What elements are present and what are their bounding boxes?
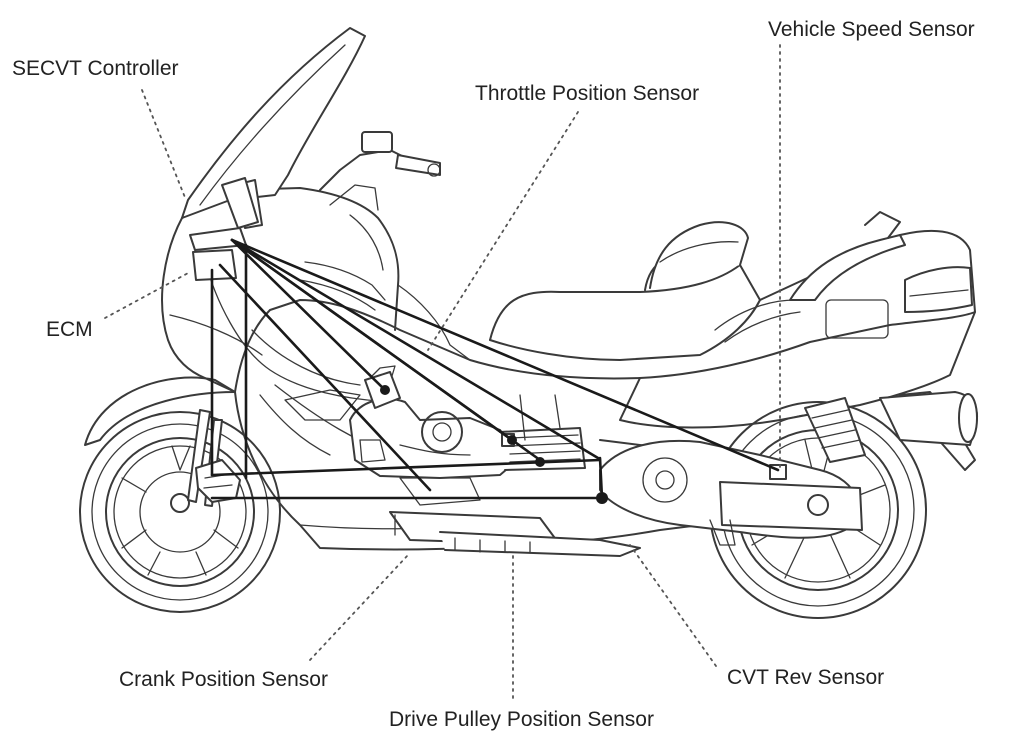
ecm-unit — [189, 227, 247, 281]
label-ecm: ECM — [46, 318, 93, 341]
leader-crank-position-sensor — [309, 554, 409, 661]
seat — [489, 221, 761, 361]
leader-lines — [104, 44, 781, 699]
label-vehicle-speed-sensor: Vehicle Speed Sensor — [768, 18, 975, 41]
windscreen — [181, 27, 366, 219]
label-cvt-rev-sensor: CVT Rev Sensor — [727, 666, 885, 689]
rear-shock — [804, 397, 866, 463]
front-forks — [187, 409, 241, 507]
label-throttle-position-sensor: Throttle Position Sensor — [475, 82, 700, 105]
wiring-harness — [210, 238, 780, 504]
front-wheel — [79, 411, 281, 613]
leader-cvt-rev-sensor — [629, 544, 717, 667]
handlebar — [319, 131, 441, 271]
cvt-case — [599, 439, 863, 546]
label-secvt-controller: SECVT Controller — [12, 57, 179, 80]
exhaust — [879, 391, 978, 446]
secvt-controller-unit — [221, 177, 259, 229]
leader-throttle-position-sensor — [427, 111, 579, 351]
label-drive-pulley-position-sensor: Drive Pulley Position Sensor — [389, 708, 654, 731]
scooter-body — [161, 187, 761, 551]
leader-ecm — [104, 271, 191, 319]
leader-secvt-controller — [141, 89, 187, 201]
front-fender — [84, 376, 236, 446]
label-crank-position-sensor: Crank Position Sensor — [119, 668, 328, 691]
